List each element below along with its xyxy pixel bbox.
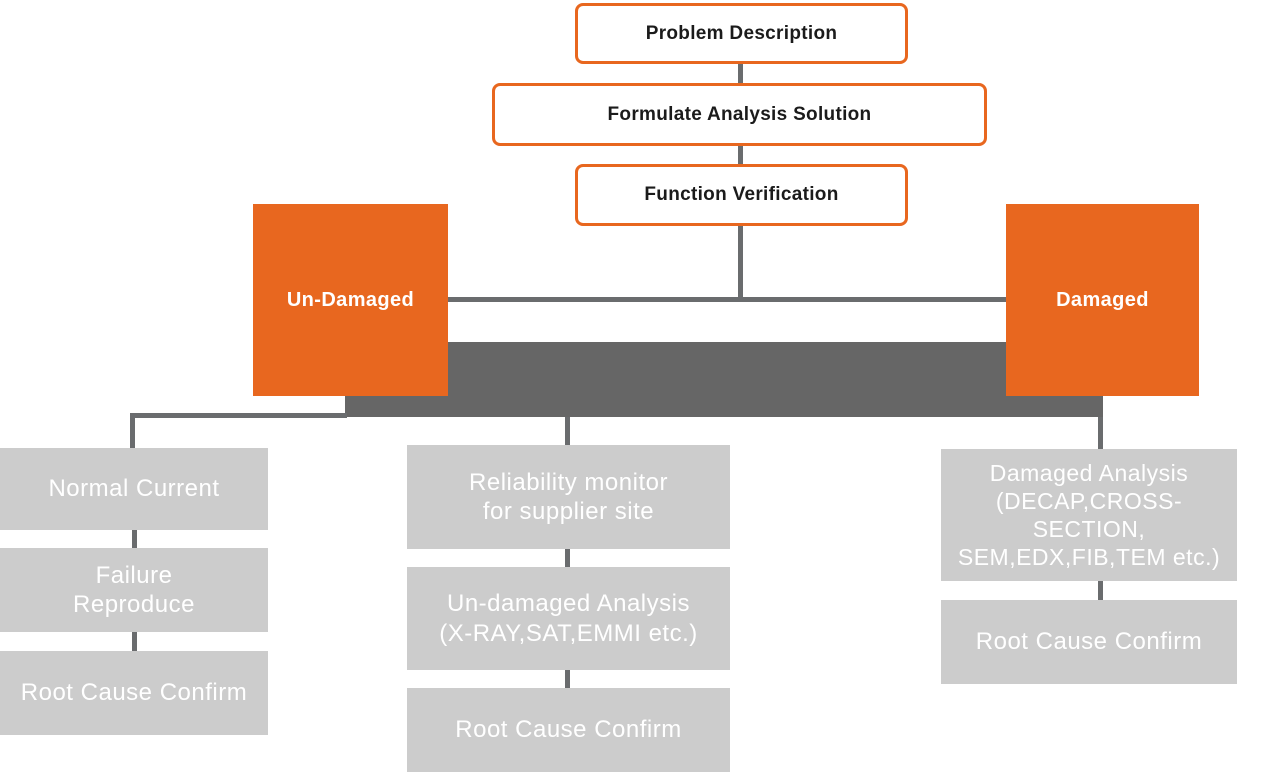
- left-branch-vline: [130, 413, 135, 448]
- un-damaged-analysis-box: Un-damaged Analysis(X-RAY,SAT,EMMI etc.): [407, 567, 730, 670]
- normal-current-box: Normal Current: [0, 448, 268, 530]
- damaged-box: Damaged: [1006, 204, 1199, 396]
- problem-description-box: Problem Description: [575, 3, 908, 64]
- left-root-cause-confirm-box: Root Cause Confirm: [0, 651, 268, 735]
- right-branch-vline: [1098, 417, 1103, 449]
- left-connector-2: [132, 632, 137, 651]
- branch-split-line: [448, 297, 1006, 302]
- right-root-cause-confirm-box: Root Cause Confirm: [941, 600, 1237, 684]
- connector-function-stem: [738, 226, 743, 298]
- damaged-analysis-box: Damaged Analysis(DECAP,CROSS-SECTION,SEM…: [941, 449, 1237, 581]
- middle-root-cause-confirm-box: Root Cause Confirm: [407, 688, 730, 772]
- left-connector-1: [132, 530, 137, 548]
- middle-connector-2: [565, 670, 570, 688]
- merge-bar: [345, 342, 1103, 417]
- formulate-analysis-solution-box: Formulate Analysis Solution: [492, 83, 987, 146]
- left-branch-hline: [130, 413, 347, 418]
- connector-formulate-to-function: [738, 146, 743, 164]
- right-connector-1: [1098, 581, 1103, 600]
- connector-problem-to-formulate: [738, 64, 743, 83]
- un-damaged-box: Un-Damaged: [253, 204, 448, 396]
- function-verification-box: Function Verification: [575, 164, 908, 226]
- middle-connector-1: [565, 549, 570, 567]
- middle-branch-vline: [565, 417, 570, 445]
